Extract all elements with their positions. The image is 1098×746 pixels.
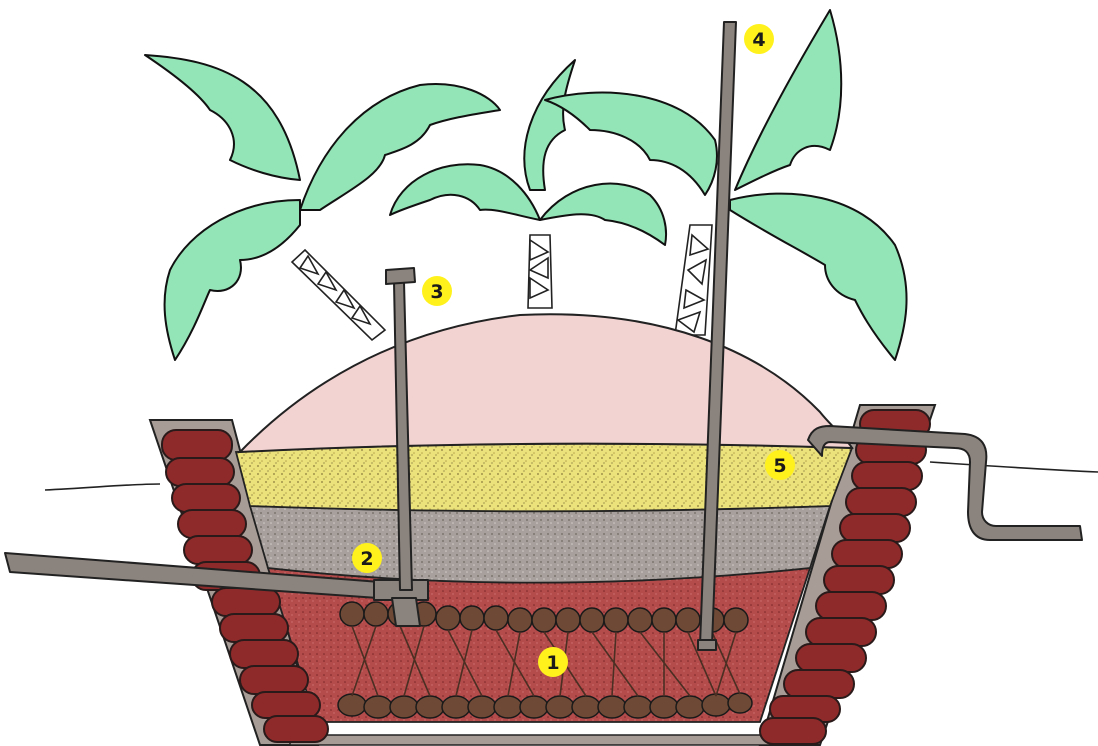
svg-text:2: 2 xyxy=(360,548,373,570)
marker-3: 3 xyxy=(422,276,452,306)
plant-trunk-right xyxy=(675,225,712,335)
svg-text:1: 1 xyxy=(546,652,559,674)
gravel-layer xyxy=(250,506,830,583)
svg-text:5: 5 xyxy=(773,455,786,477)
leaves-left xyxy=(145,55,500,360)
plant-trunk-left xyxy=(292,250,385,340)
sand-layer xyxy=(236,444,852,512)
svg-text:4: 4 xyxy=(752,29,765,51)
marker-5: 5 xyxy=(765,450,795,480)
soil-mound xyxy=(240,314,852,452)
marker-1: 1 xyxy=(538,647,568,677)
marker-4: 4 xyxy=(744,24,774,54)
svg-text:3: 3 xyxy=(430,281,443,303)
plant-trunk-middle xyxy=(528,235,552,308)
marker-2: 2 xyxy=(352,543,382,573)
banana-plants xyxy=(145,10,907,360)
